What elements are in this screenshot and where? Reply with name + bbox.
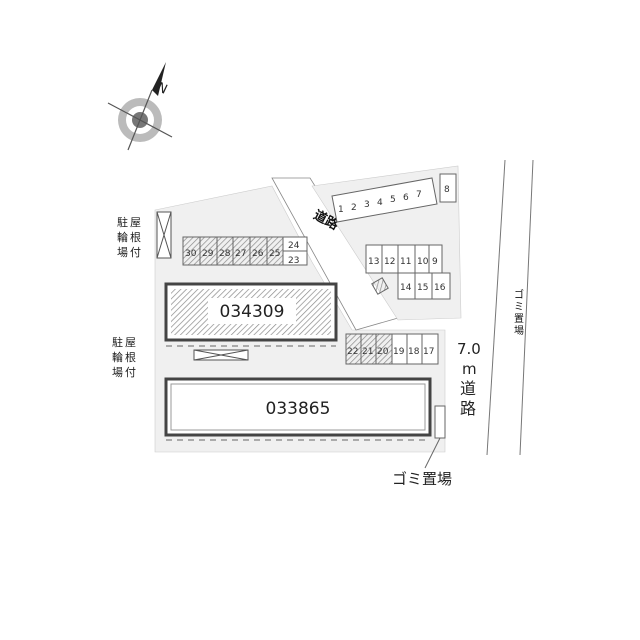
garbage-box	[434, 405, 446, 439]
svg-text:18: 18	[408, 347, 420, 357]
svg-text:付: 付	[130, 246, 141, 259]
svg-text:24: 24	[288, 241, 300, 251]
svg-text:8: 8	[444, 185, 450, 195]
svg-text:034309: 034309	[220, 302, 285, 322]
svg-text:場: 場	[514, 324, 524, 337]
svg-text:輪: 輪	[117, 230, 128, 244]
svg-text:駐: 駐	[112, 335, 123, 349]
compass-rose-icon	[107, 62, 173, 151]
parking-row-mid2: 14 15 16	[397, 272, 451, 300]
svg-text:14: 14	[400, 283, 412, 293]
parking-row-left: 30 29 28 27 26 25	[182, 236, 284, 266]
svg-text:屋: 屋	[130, 216, 141, 229]
parking-row-top: 1 2 3 4 5 6 7 8	[331, 173, 457, 223]
svg-text:033865: 033865	[266, 399, 331, 419]
building-033865: 033865	[164, 377, 432, 441]
svg-text:1: 1	[338, 205, 344, 215]
svg-text:m: m	[462, 360, 477, 378]
slot-25: 25	[269, 249, 280, 259]
svg-text:19: 19	[393, 347, 405, 357]
right-road-label: 7.0 m 道 路	[457, 340, 481, 418]
svg-text:6: 6	[403, 193, 409, 203]
svg-text:根: 根	[125, 350, 136, 364]
bike-parking-lower	[193, 349, 249, 361]
svg-text:9: 9	[432, 257, 438, 267]
parking-stack-24-23: 24 23	[282, 236, 308, 266]
slot-30: 30	[185, 249, 197, 259]
small-box	[371, 277, 389, 295]
svg-text:15: 15	[417, 283, 428, 293]
garbage-label-right: ゴ ミ 置 場	[514, 288, 524, 337]
right-road-edge-right	[519, 159, 534, 456]
bike-parking-lower-label: 駐 屋 輪 根 場 付	[112, 335, 136, 379]
building-034309: 034309	[164, 282, 338, 347]
slot-28: 28	[219, 249, 231, 259]
svg-text:路: 路	[460, 399, 476, 418]
svg-text:16: 16	[434, 283, 446, 293]
svg-text:11: 11	[400, 257, 411, 267]
svg-text:17: 17	[423, 347, 434, 357]
svg-text:場: 場	[117, 246, 128, 259]
svg-text:13: 13	[368, 257, 379, 267]
svg-text:ゴ: ゴ	[514, 288, 524, 301]
svg-text:置: 置	[514, 313, 524, 325]
svg-text:駐: 駐	[117, 215, 128, 229]
slot-29: 29	[202, 249, 214, 259]
svg-text:場: 場	[112, 366, 123, 379]
slot-27: 27	[235, 249, 246, 259]
svg-text:7.0: 7.0	[457, 340, 481, 358]
svg-text:根: 根	[130, 230, 141, 244]
svg-text:20: 20	[377, 347, 389, 357]
svg-text:2: 2	[351, 203, 357, 213]
svg-text:3: 3	[364, 200, 370, 210]
svg-text:5: 5	[390, 195, 396, 205]
garbage-leader	[424, 437, 441, 469]
parking-row-bottom: 22 21 20 19 18 17	[345, 333, 439, 365]
svg-text:屋: 屋	[125, 336, 136, 349]
svg-text:ミ: ミ	[514, 302, 524, 313]
bike-parking-upper-label: 駐 屋 輪 根 場 付	[117, 215, 141, 259]
bike-parking-upper	[156, 211, 172, 259]
svg-text:付: 付	[125, 366, 136, 379]
svg-text:10: 10	[417, 257, 429, 267]
svg-text:輪: 輪	[112, 350, 123, 364]
right-road-edge-left	[486, 159, 506, 456]
svg-text:22: 22	[347, 347, 358, 357]
svg-text:7: 7	[416, 190, 422, 200]
svg-text:12: 12	[384, 257, 395, 267]
svg-text:21: 21	[362, 347, 373, 357]
svg-text:4: 4	[377, 198, 383, 208]
garbage-label-bottom: ゴミ置場	[392, 470, 452, 488]
slot-26: 26	[252, 249, 264, 259]
svg-text:23: 23	[288, 256, 299, 266]
svg-text:道: 道	[460, 379, 476, 398]
parking-row-mid: 13 12 11 10 9	[365, 244, 443, 274]
